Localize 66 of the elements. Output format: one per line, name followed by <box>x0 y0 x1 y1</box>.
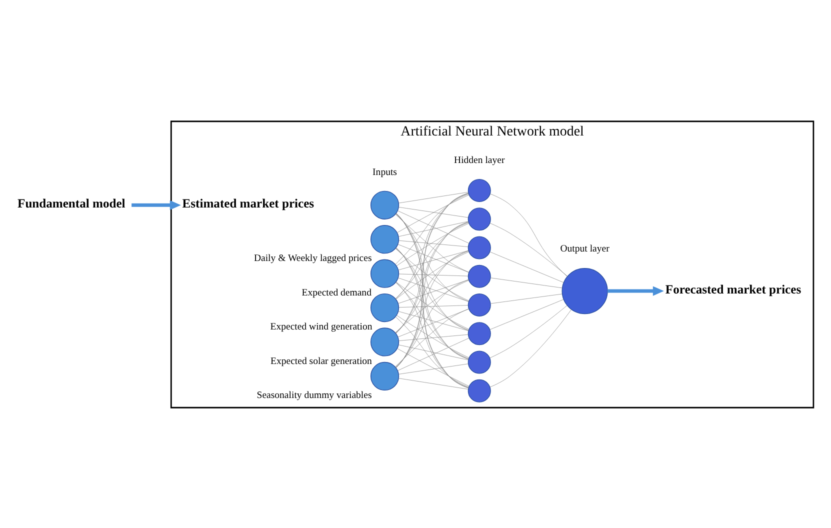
connector <box>398 273 468 276</box>
node-circle <box>370 361 400 390</box>
node-circle <box>468 322 491 345</box>
connector <box>398 308 469 337</box>
node-label: Expected solar generation <box>270 355 372 366</box>
node-text: Fundamental model <box>18 196 126 210</box>
label: Hidden layer <box>454 154 505 166</box>
node-circle <box>370 258 400 288</box>
connector <box>490 298 564 330</box>
connector <box>398 304 468 308</box>
connector <box>490 293 562 304</box>
node-circle <box>468 264 491 288</box>
connector <box>398 220 468 236</box>
node-label: Expected demand <box>302 286 372 298</box>
label: Output layer <box>560 243 610 254</box>
connector <box>398 310 469 330</box>
node-label: Expected wind generation <box>270 321 372 332</box>
connector <box>398 191 468 203</box>
node-text: Estimated market prices <box>182 196 314 210</box>
node-circle <box>468 236 491 259</box>
connector <box>396 222 470 266</box>
connector <box>398 344 468 360</box>
connector <box>397 210 470 244</box>
node-label: Seasonality dummy variables <box>256 389 372 400</box>
node-circle <box>468 378 491 402</box>
connector <box>395 316 469 387</box>
connector <box>396 314 470 358</box>
connector <box>398 206 468 218</box>
connector <box>395 308 469 366</box>
node-circle <box>370 292 400 322</box>
connector <box>396 212 468 388</box>
connector <box>398 378 468 389</box>
connector <box>398 244 469 272</box>
node-circle <box>370 190 400 219</box>
connector <box>397 337 470 370</box>
connector <box>398 240 468 246</box>
connector <box>395 214 469 272</box>
node-circle <box>468 178 491 202</box>
node-circle <box>370 224 400 254</box>
connector <box>396 194 470 232</box>
node-label: Daily & Weekly lagged prices <box>254 252 372 264</box>
label: Inputs <box>372 166 397 178</box>
connector <box>396 192 468 368</box>
connector <box>396 281 469 388</box>
node-circle <box>468 207 491 230</box>
node-circle <box>468 292 491 316</box>
connector <box>490 304 568 358</box>
arrow <box>608 286 664 296</box>
node-circle <box>468 350 491 374</box>
connector <box>396 192 469 299</box>
arrow <box>132 200 181 210</box>
connector <box>395 193 469 264</box>
node-circle <box>562 267 608 314</box>
connector <box>398 250 469 270</box>
connector <box>490 308 572 387</box>
connector <box>396 192 469 334</box>
connector <box>397 348 470 386</box>
connector <box>490 251 564 282</box>
connector <box>490 277 562 288</box>
connector <box>398 334 468 340</box>
node-circle <box>370 327 400 356</box>
connector <box>490 222 568 276</box>
node-text: Forecasted market prices <box>665 282 802 296</box>
connector <box>398 363 468 374</box>
connector <box>396 247 469 388</box>
connector <box>490 193 568 276</box>
